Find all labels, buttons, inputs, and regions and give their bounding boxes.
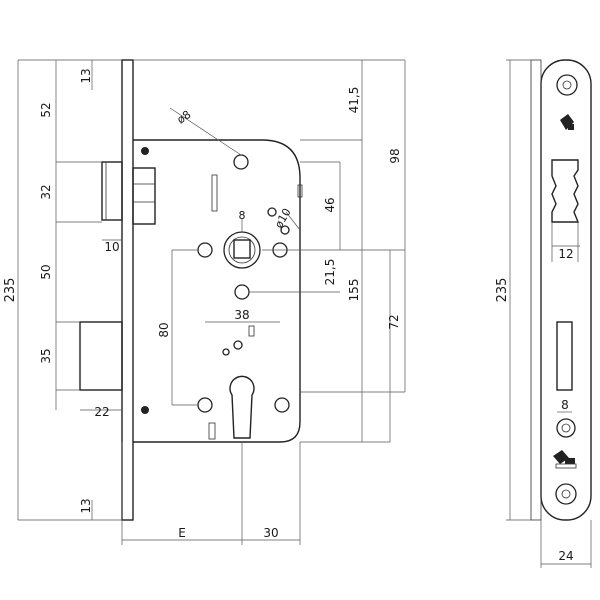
side-dimension-labels: 235 12 8 24 — [495, 247, 574, 563]
spindle-follower — [223, 231, 261, 269]
dim-spindle-offset-a: 46 — [323, 197, 337, 212]
faceplate — [121, 59, 134, 521]
side-bolt-opening — [556, 321, 573, 391]
dim-body-height: 155 — [347, 279, 361, 302]
dim-cylinder-distance: 80 — [157, 322, 171, 337]
latch-bolt — [101, 161, 156, 225]
dim-cylinder-offset: 30 — [263, 526, 278, 540]
dim-top-faceplate-offset: 13 — [79, 68, 93, 83]
lock-body — [133, 139, 301, 443]
manufacturer-logo-bottom — [553, 450, 577, 469]
follower-hole-left — [197, 242, 213, 258]
side-dimension-lines — [506, 59, 592, 568]
side-screw-middle — [556, 418, 576, 438]
top-fixing-hole — [233, 154, 249, 170]
side-dim-latch-width: 12 — [558, 247, 573, 261]
front-dimension-labels: 235 13 13 52 32 10 50 35 22 ø8 8 ø10 41,… — [3, 68, 402, 540]
dim-latch-top-offset: 52 — [39, 102, 53, 117]
dead-bolt — [79, 321, 123, 391]
dim-handle-to-cylinder: 72 — [387, 314, 401, 329]
dim-hole-spacing: 38 — [234, 308, 249, 322]
rivets — [141, 147, 290, 414]
side-screw-top — [556, 74, 578, 96]
side-dim-faceplate-width: 24 — [558, 549, 573, 563]
dim-latch-to-bolt: 50 — [39, 264, 53, 279]
side-screw-bottom — [555, 483, 577, 505]
dim-height-total: 235 — [3, 278, 18, 303]
cylinder-hole-left — [197, 397, 213, 413]
side-view: 235 12 8 24 — [495, 59, 592, 568]
dim-spindle-size: 8 — [239, 209, 246, 222]
manufacturer-logo-top — [560, 114, 574, 130]
dim-top-to-spindle: 98 — [388, 148, 402, 163]
front-dimension-lines — [17, 59, 406, 545]
middle-fixing-hole — [234, 284, 250, 300]
dim-bottom-faceplate-offset: 13 — [79, 498, 93, 513]
dim-backset: E — [178, 526, 186, 540]
side-dim-height-total: 235 — [495, 278, 510, 303]
dim-top-to-handle: 41,5 — [347, 87, 361, 114]
dim-top-hole-diameter: ø8 — [175, 108, 194, 127]
dim-bolt-projection: 22 — [94, 405, 109, 419]
dim-bolt-height: 35 — [39, 348, 53, 363]
side-dim-bolt-width: 8 — [561, 398, 569, 412]
dim-latch-height: 32 — [39, 184, 53, 199]
cylinder-hole-right — [274, 397, 290, 413]
dim-spindle-offset-b: 21,5 — [323, 259, 337, 286]
side-latch-opening — [551, 159, 580, 223]
dim-latch-projection: 10 — [104, 240, 119, 254]
cylinder-cutout — [229, 375, 255, 439]
front-view: 235 13 13 52 32 10 50 35 22 ø8 8 ø10 41,… — [3, 59, 406, 545]
